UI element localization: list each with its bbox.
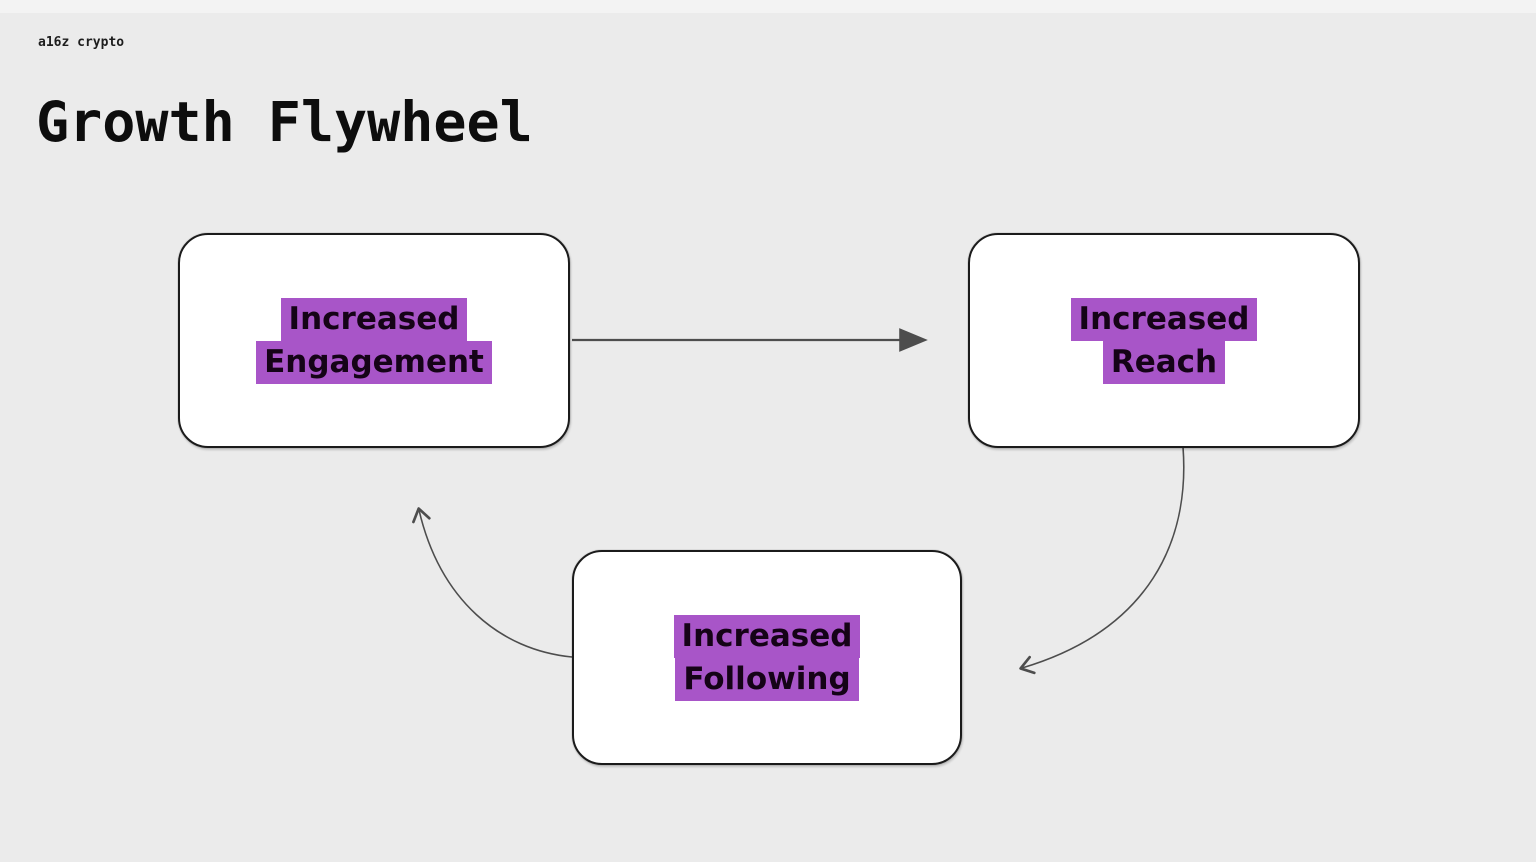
node-label: Increased Reach: [1070, 297, 1258, 384]
node-label-line2: Reach: [1102, 340, 1226, 384]
node-increased-reach: Increased Reach: [968, 233, 1360, 448]
node-label-line1: Increased: [1070, 297, 1258, 341]
page-title: Growth Flywheel: [36, 90, 533, 154]
node-increased-engagement: Increased Engagement: [178, 233, 570, 448]
node-label: Increased Following: [673, 614, 861, 701]
arrow-reach-to-following: [1019, 446, 1185, 675]
node-increased-following: Increased Following: [572, 550, 962, 765]
node-label-line1: Increased: [673, 614, 861, 658]
brand-label: a16z crypto: [38, 35, 125, 50]
arrow-following-to-engagement: [412, 507, 573, 658]
node-label-line1: Increased: [280, 297, 468, 341]
top-strip-divider: [0, 0, 1536, 13]
node-label: Increased Engagement: [256, 297, 492, 384]
node-label-line2: Following: [675, 657, 859, 701]
node-label-line2: Engagement: [256, 340, 492, 384]
